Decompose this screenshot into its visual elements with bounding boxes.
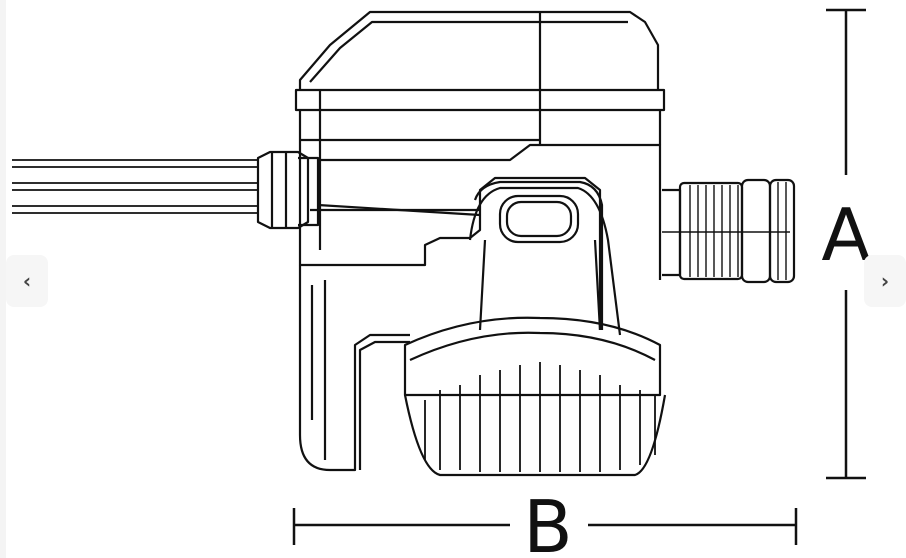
base-leg — [298, 265, 410, 472]
dimension-b-label: B — [523, 485, 572, 558]
wires — [12, 159, 258, 214]
cable-gland — [256, 150, 320, 230]
dimension-a — [826, 8, 866, 480]
dimension-b — [292, 508, 798, 545]
gallery-edge — [0, 0, 6, 558]
outlet-port — [662, 178, 796, 284]
top-housing — [294, 10, 666, 150]
next-image-button[interactable]: › — [864, 255, 906, 307]
previous-image-button[interactable]: ‹ — [6, 255, 48, 307]
strainer-base — [403, 316, 667, 477]
pump-body — [298, 140, 662, 336]
chevron-right-icon: › — [880, 269, 890, 293]
dimension-a-label: A — [821, 193, 870, 277]
chevron-left-icon: ‹ — [22, 269, 32, 293]
